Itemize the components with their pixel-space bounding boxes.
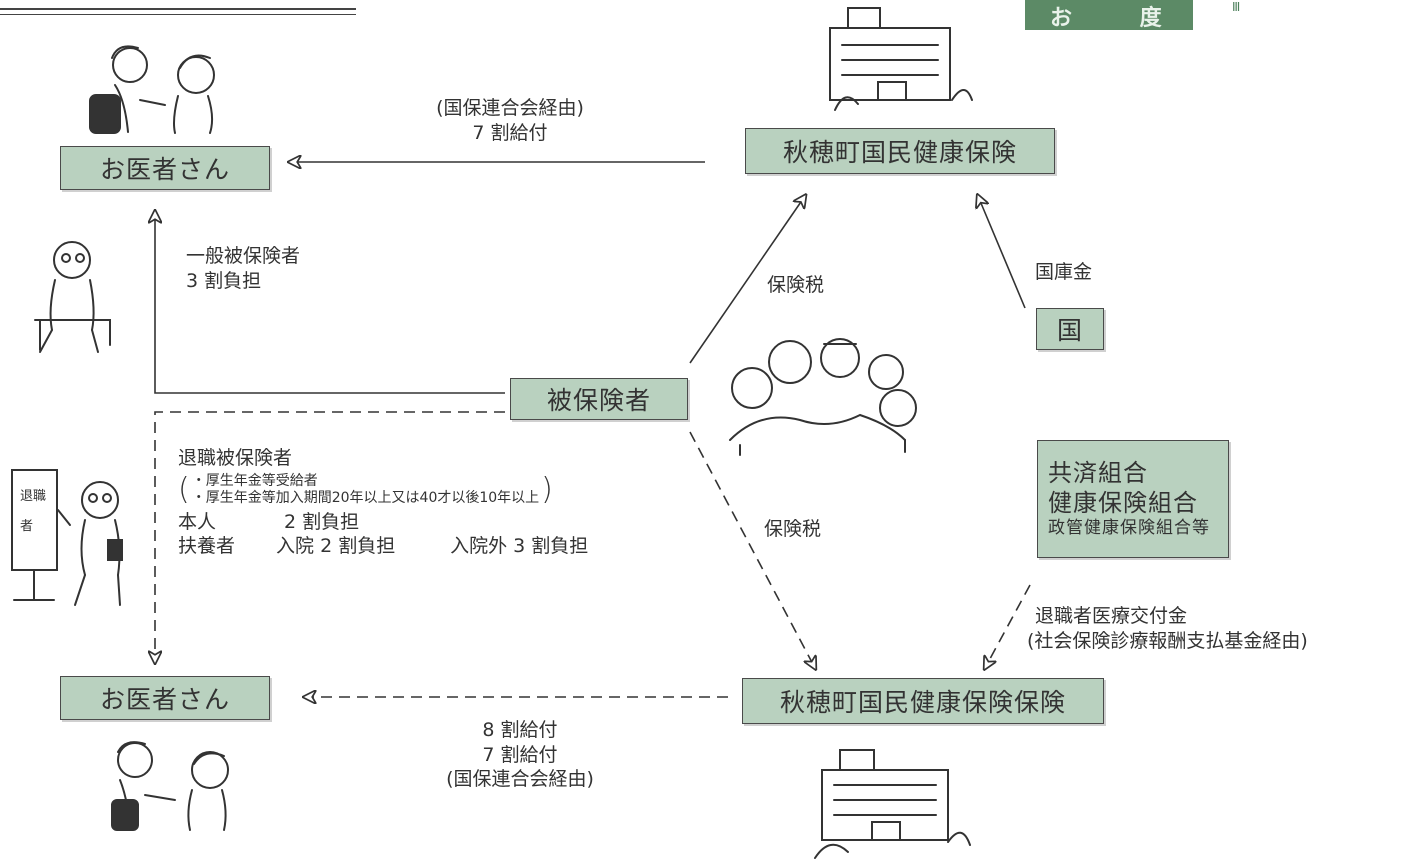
dependent-outpatient: 入院外 3 割負担 bbox=[450, 535, 589, 558]
dependent-inpatient: 入院 2 割負担 bbox=[276, 535, 396, 558]
tax-upper-label: 保険税 bbox=[767, 274, 825, 296]
general-insured-label: 一般被保険者 3 割負担 bbox=[186, 244, 300, 293]
akiho-nhi-bottom-box: 秋穂町国民健康保険保険 bbox=[742, 678, 1104, 724]
arrow-country-to-nhi bbox=[978, 196, 1026, 309]
self-label: 本人 bbox=[178, 510, 217, 533]
svg-text:者: 者 bbox=[20, 519, 33, 534]
town-hall-building-bottom bbox=[814, 749, 971, 859]
svg-text:退職: 退職 bbox=[20, 489, 46, 504]
grant-title: 退職者医療交付金 bbox=[1035, 605, 1188, 627]
retired-insured-block: 退職被保険者 ( ・厚生年金等受給者 ・厚生年金等加入期間20年以上又は40才以… bbox=[178, 446, 588, 559]
grant-label: 退職者医療交付金 (社会保険診療報酬支払基金経由) bbox=[1027, 604, 1308, 653]
self-burden: 2 割負担 bbox=[284, 510, 360, 533]
arrow-tax-to-nhi-bottom bbox=[689, 431, 815, 668]
grant-route: (社会保険診療報酬支払基金経由) bbox=[1027, 629, 1308, 652]
dependent-label: 扶養者 bbox=[178, 535, 236, 558]
bottom-benefit-1: 8 割給付 bbox=[482, 719, 558, 741]
government-union-label: 政管健康保険組合等 bbox=[1048, 518, 1210, 539]
header-rule bbox=[0, 8, 356, 10]
arrow-tax-to-nhi bbox=[689, 196, 805, 364]
corner-mark: Ⅲ bbox=[1232, 0, 1241, 14]
general-burden-text: 3 割負担 bbox=[186, 269, 262, 292]
mutual-aid-label: 共済組合 bbox=[1048, 459, 1148, 488]
arrow-insured-to-doctor bbox=[155, 212, 505, 394]
subsidy-label: 国庫金 bbox=[1035, 261, 1093, 283]
seated-man-illustration bbox=[34, 241, 111, 353]
insured-box: 被保険者 bbox=[510, 378, 688, 420]
top-route-text: (国保連合会経由) bbox=[436, 97, 584, 119]
health-insurance-union-label: 健康保険組合 bbox=[1048, 489, 1198, 518]
doctor-box-bottom: お医者さん bbox=[60, 676, 270, 720]
retired-condition-2: ・厚生年金等加入期間20年以上又は40才以後10年以上 bbox=[191, 490, 540, 507]
bottom-benefit-2: 7 割給付 bbox=[482, 743, 558, 766]
bracket-left: ( bbox=[178, 472, 190, 508]
bottom-benefit-label: 8 割給付 7 割給付 (国保連合会経由) bbox=[410, 718, 630, 792]
bottom-route: (国保連合会経由) bbox=[446, 768, 594, 791]
top-route-label: (国保連合会経由) 7 割給付 bbox=[400, 96, 620, 145]
doctor-patient-illustration-top bbox=[89, 45, 215, 134]
mutual-aid-box: 共済組合 健康保険組合 政管健康保険組合等 bbox=[1037, 440, 1229, 558]
doctor-box-top: お医者さん bbox=[60, 146, 270, 190]
top-benefit-text: 7 割給付 bbox=[472, 121, 548, 144]
arrow-insured-to-bottom-doctor bbox=[155, 411, 505, 662]
town-hall-building-top bbox=[829, 7, 973, 111]
header-banner bbox=[1025, 0, 1193, 30]
retiree-with-sign-illustration: 退職 者 bbox=[11, 469, 123, 606]
header-rule-thin bbox=[0, 14, 356, 15]
doctor-patient-illustration-bottom bbox=[111, 741, 229, 831]
group-of-people-illustration bbox=[729, 338, 917, 456]
bracket-right: ) bbox=[541, 472, 553, 508]
retired-title: 退職被保険者 bbox=[178, 447, 293, 469]
akiho-nhi-box: 秋穂町国民健康保険 bbox=[745, 128, 1055, 174]
retired-condition-1: ・厚生年金等受給者 bbox=[191, 472, 318, 489]
country-box: 国 bbox=[1036, 308, 1104, 350]
general-insured-text: 一般被保険者 bbox=[186, 245, 301, 267]
arrow-grant-to-nhi-bottom bbox=[985, 584, 1031, 668]
header-banner-text: お 度 bbox=[1050, 6, 1192, 31]
tax-lower-label: 保険税 bbox=[764, 518, 822, 540]
